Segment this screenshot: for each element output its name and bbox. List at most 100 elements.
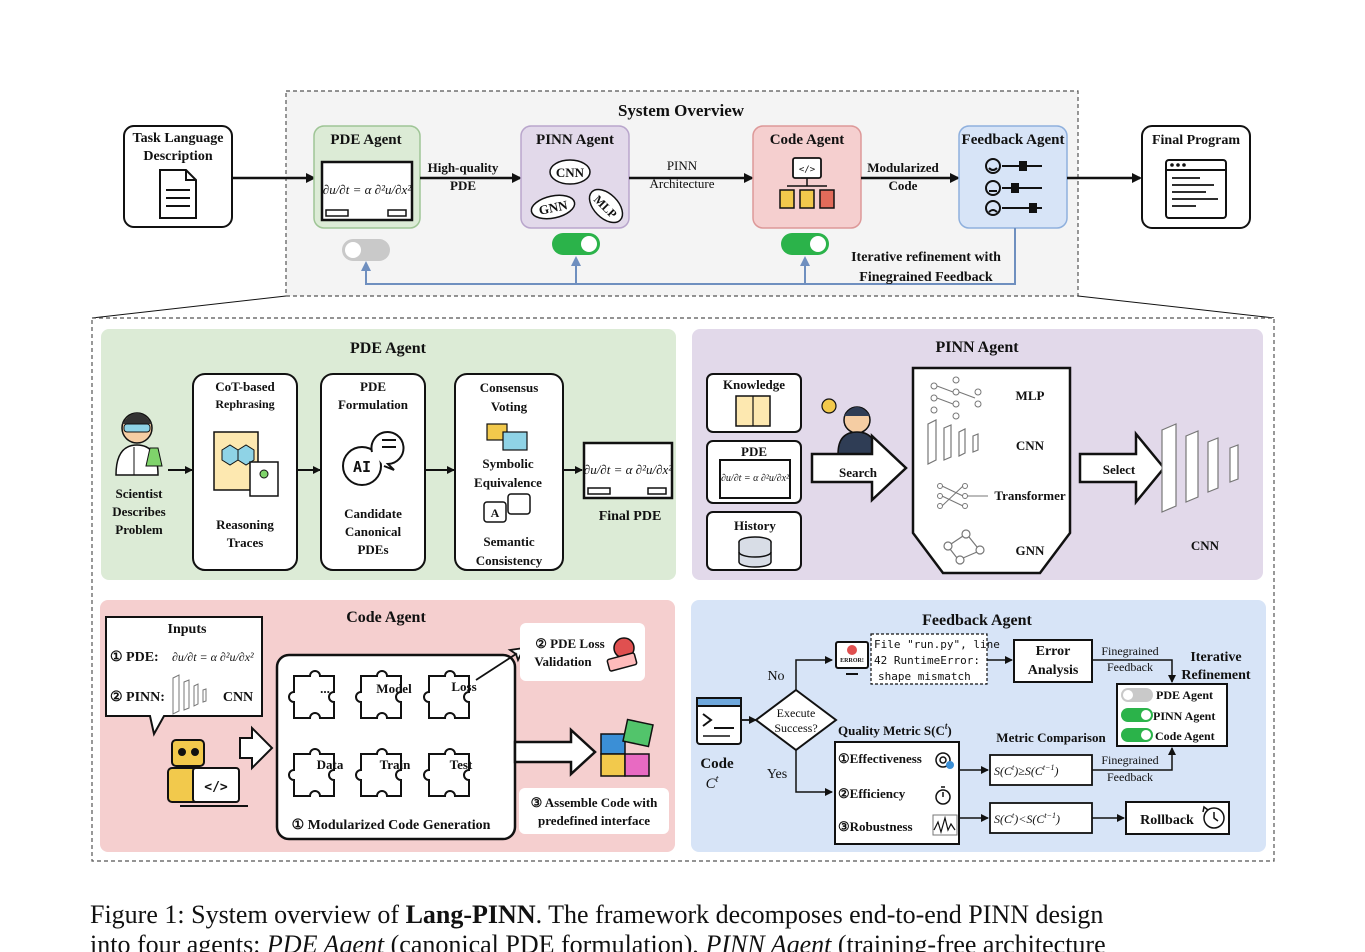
arrow-pinn-label-2: Architecture — [650, 176, 715, 191]
caption-2b: (canonical PDE formulation), — [384, 930, 706, 952]
select-label: Select — [1103, 462, 1136, 477]
code-hierarchy-icon: </> — [779, 157, 835, 209]
caption-line-2: into four agents: PDE Agent (canonical P… — [90, 930, 1280, 952]
error-analysis-1: Error — [1036, 644, 1071, 659]
final-pde-board: ∂u/∂t = α ∂²u/∂x² — [582, 441, 674, 500]
execute-label-2: Success? — [774, 721, 817, 735]
arrow-pde-label-2: PDE — [450, 178, 476, 193]
finegrained-1b: Feedback — [1107, 660, 1153, 674]
database-icon — [738, 536, 772, 568]
consensus-mid-2: Equivalence — [474, 475, 542, 490]
fb-code-toggle[interactable] — [1121, 728, 1153, 742]
metric-robustness: ③Robustness — [838, 819, 913, 834]
select-arrow — [1078, 430, 1166, 506]
piece-model: Model — [376, 681, 412, 696]
caption-2c: (training-free architecture — [831, 930, 1106, 952]
iterative-2: Refinement — [1181, 668, 1251, 683]
ai-chat-icon — [342, 431, 405, 486]
quality-metric-label: Quality Metric S(Ct) — [838, 721, 952, 738]
cot-bottom-1: Reasoning — [216, 517, 274, 532]
cnn-mini-icon — [172, 674, 207, 715]
consensus-bottom-2: Consistency — [476, 553, 543, 568]
finegrained-2a: Finegrained — [1101, 753, 1158, 767]
caption-line-1: Figure 1: System overview of Lang-PINN. … — [90, 900, 1280, 930]
formulation-bottom-1: Candidate — [344, 506, 402, 521]
svg-text:∂u/∂t = α ∂²u/∂x²: ∂u/∂t = α ∂²u/∂x² — [584, 462, 674, 477]
figure-caption: Figure 1: System overview of Lang-PINN. … — [90, 900, 1280, 952]
overview-code-agent-label: Code Agent — [770, 132, 845, 148]
arrow-code-label-2: Code — [889, 178, 918, 193]
svg-text:∂u/∂t = α ∂²u/∂x²: ∂u/∂t = α ∂²u/∂x² — [323, 182, 413, 197]
waveform-icon — [932, 814, 958, 836]
compare-lt: S(Ct)<S(Ct−1) — [994, 811, 1060, 826]
arch-cnn: CNN — [1016, 438, 1045, 453]
compare-ge-box — [989, 754, 1093, 786]
error-line-2: 42 RuntimeError: — [874, 654, 980, 667]
target-icon — [935, 752, 954, 769]
finegrained-2b: Feedback — [1107, 770, 1153, 784]
no-label: No — [767, 669, 784, 684]
scientist-label-1: Scientist — [116, 486, 164, 501]
robot-coder-icon: </> — [167, 739, 248, 807]
code-toggle[interactable] — [781, 233, 829, 255]
stopwatch-icon — [935, 786, 951, 805]
assemble-arrow — [513, 727, 597, 777]
scientist-label-3: Problem — [115, 522, 163, 537]
cnn-result-icon — [1161, 423, 1239, 513]
svg-text:</>: </> — [204, 780, 228, 795]
program-window-icon — [1165, 159, 1227, 219]
cot-bottom-2: Traces — [227, 535, 264, 550]
compare-lt-box — [989, 802, 1093, 834]
error-monitor-icon: ERROR! — [835, 641, 869, 675]
net-cnn: CNN — [556, 165, 585, 180]
consensus-mid-1: Symbolic — [482, 456, 534, 471]
inputs-eq: ∂u/∂t = α ∂²u/∂x² — [172, 650, 254, 664]
execute-label-1: Execute — [777, 706, 816, 720]
inputs-title: Inputs — [168, 622, 207, 637]
feedback-panel-title: Feedback Agent — [922, 612, 1032, 629]
translate-icon: A — [483, 493, 531, 523]
consensus-top-1: Consensus — [480, 380, 539, 395]
consensus-top-2: Voting — [491, 399, 528, 414]
rating-faces-icon — [985, 158, 1042, 216]
caption-2a: into four agents: — [90, 930, 267, 952]
pinn-result-label: CNN — [1191, 538, 1220, 553]
overview-pde-agent-label: PDE Agent — [330, 132, 401, 148]
error-line-3: shape mismatch — [878, 670, 971, 683]
pde-toggle[interactable] — [342, 239, 390, 261]
caption-bold: Lang-PINN — [405, 900, 536, 929]
cot-top-2: Rephrasing — [215, 397, 274, 411]
error-message-box — [870, 633, 988, 685]
loss-validation-1: ② PDE Loss — [535, 636, 604, 651]
fb-pinn-toggle[interactable] — [1121, 708, 1153, 722]
pinn-toggle[interactable] — [552, 233, 600, 255]
task-description-label-1: Task Language — [133, 131, 224, 146]
arrow-pde-label-1: High-quality — [428, 160, 499, 175]
finegrained-1a: Finegrained — [1101, 644, 1158, 658]
arch-gnn: GNN — [1016, 543, 1046, 558]
overview-feedback-agent-label: Feedback Agent — [962, 132, 1065, 148]
caption-label: Figure 1: System overview of — [90, 900, 406, 929]
arch-library — [911, 366, 1072, 575]
piece-train: Train — [380, 757, 412, 772]
inputs-bubble — [105, 616, 263, 737]
reasoning-icon — [213, 431, 279, 497]
rollback-clock-icon — [1202, 805, 1225, 829]
net-gnn: GNN — [537, 197, 569, 218]
scientist-icon — [115, 412, 163, 476]
formulation-bottom-2: Canonical — [345, 524, 402, 539]
caption-rest: . The framework decomposes end-to-end PI… — [535, 900, 1104, 929]
compare-ge: S(Ct)≥S(Ct−1) — [994, 763, 1058, 778]
svg-text:ERROR!: ERROR! — [840, 658, 864, 664]
assemble-1: ③ Assemble Code with — [531, 795, 659, 810]
code-symbol: Ct — [706, 774, 719, 792]
piece-test: Test — [450, 757, 473, 772]
formulation-bottom-3: PDEs — [357, 542, 388, 557]
metric-effectiveness: ①Effectiveness — [838, 751, 922, 766]
history-label: History — [734, 518, 776, 533]
ai-chat-label: AI — [353, 458, 371, 476]
fb-pde-toggle[interactable] — [1121, 688, 1153, 702]
search-label: Search — [839, 465, 878, 480]
fb-pde-label: PDE Agent — [1156, 688, 1213, 702]
formulation-top-1: PDE — [360, 379, 386, 394]
